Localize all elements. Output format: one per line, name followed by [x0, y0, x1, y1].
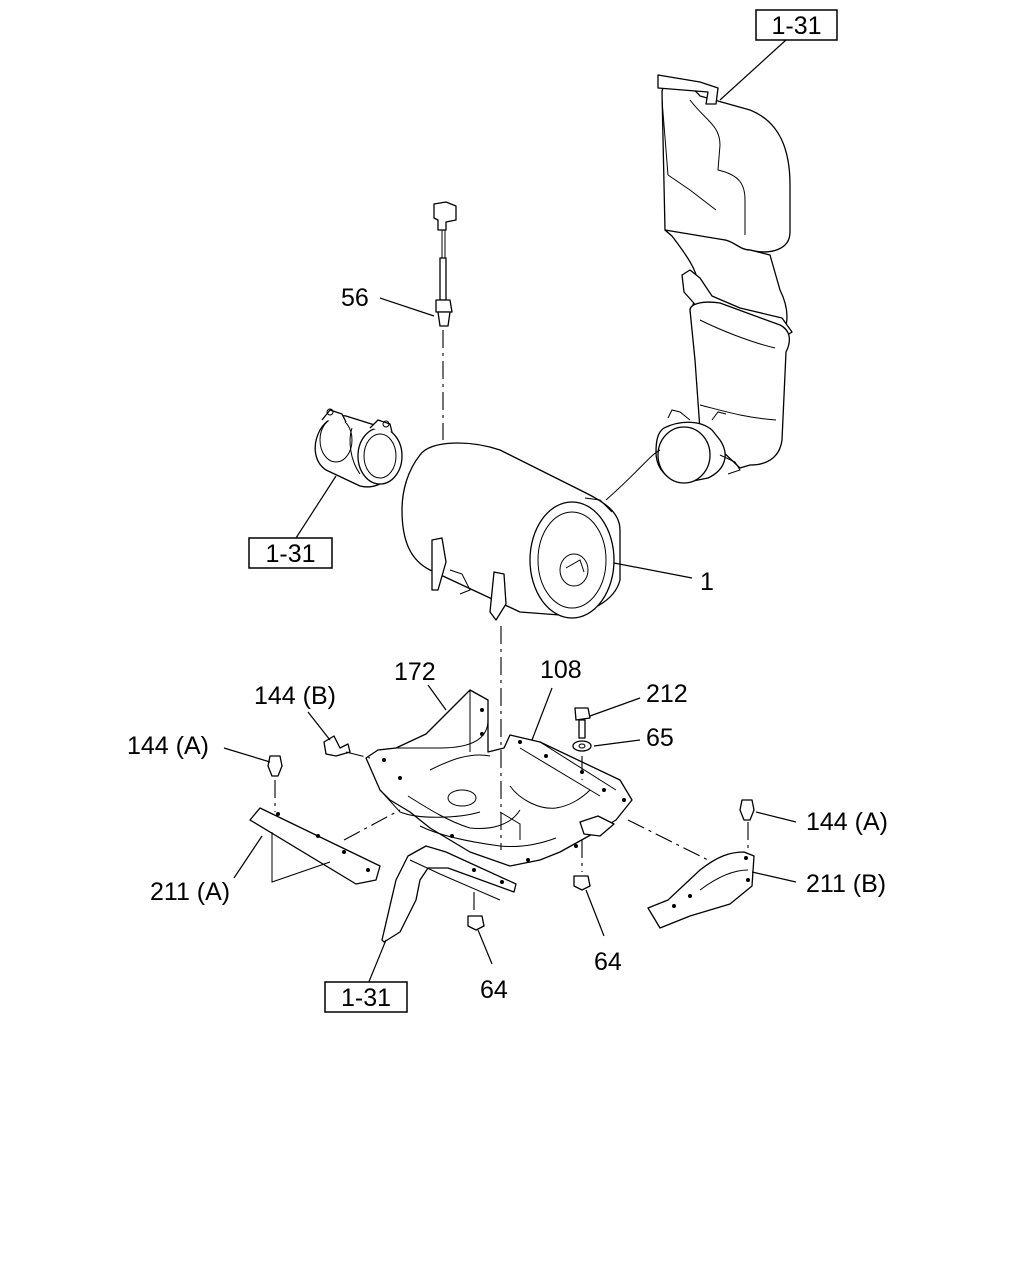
callout-108: 108: [540, 656, 582, 684]
callout-212: 212: [646, 680, 688, 708]
callout-144a-right: 144 (A): [806, 808, 888, 836]
bolt-212: [574, 707, 591, 739]
clip-144a-left: [267, 755, 283, 777]
plate-bracket-211a: [249, 807, 381, 885]
part-callouts: 56 1 172 108 212 65 144 (B) 144 (A) 144 …: [127, 284, 888, 1004]
callout-64-right: 64: [594, 948, 622, 976]
clip-144a-right: [739, 799, 755, 821]
callout-211b: 211 (B): [806, 870, 886, 898]
nut-64-left: [467, 915, 485, 931]
intake-sensor: [433, 201, 457, 327]
plate-bracket-211b: [647, 851, 755, 929]
callout-172: 172: [394, 658, 436, 686]
alignment-lines: [274, 330, 749, 914]
reference-box-top[interactable]: 1-31: [755, 9, 838, 41]
callout-65: 65: [646, 724, 674, 752]
callout-56: 56: [341, 284, 369, 312]
callout-1: 1: [700, 568, 714, 596]
callout-144b: 144 (B): [254, 682, 336, 710]
callout-64-left: 64: [480, 976, 508, 1004]
nut-64-right: [573, 875, 591, 891]
reference-label-bottom: 1-31: [341, 984, 391, 1012]
reference-label-top: 1-31: [771, 12, 821, 40]
frame-bracket: [381, 845, 517, 943]
reference-label-left: 1-31: [265, 540, 315, 568]
intake-duct: [655, 74, 793, 484]
leader-lines: [223, 39, 797, 985]
callout-211a: 211 (A): [150, 878, 230, 906]
support-bracket-assembly: [365, 689, 633, 867]
hose-clamp-assembly: [314, 408, 403, 488]
reference-box-left[interactable]: 1-31: [248, 537, 333, 569]
callout-144a-left: 144 (A): [127, 732, 209, 760]
air-cleaner-body: [401, 442, 661, 621]
reference-box-bottom[interactable]: 1-31: [324, 981, 408, 1013]
clip-144b: [323, 735, 351, 757]
washer-65: [572, 740, 592, 752]
